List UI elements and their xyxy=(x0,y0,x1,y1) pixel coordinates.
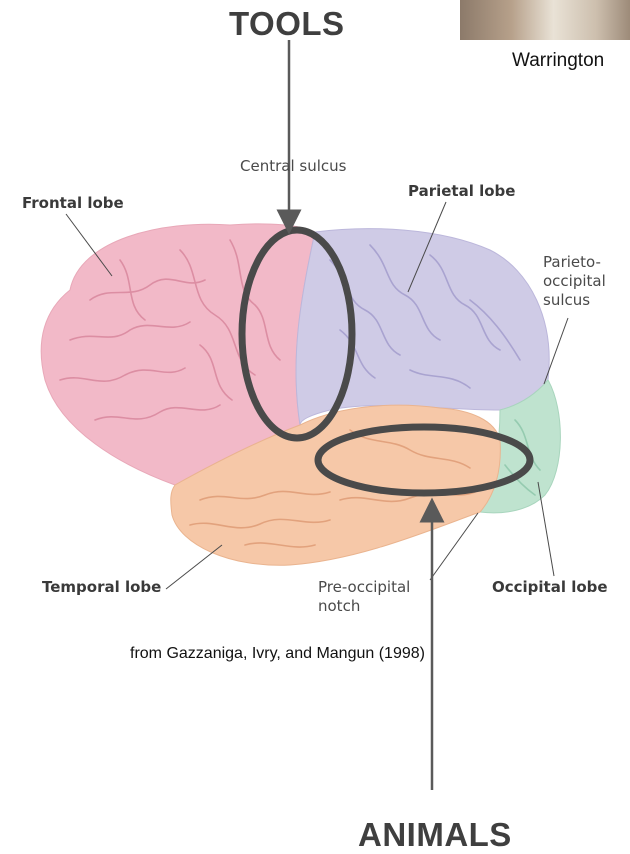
animals-label: ANIMALS xyxy=(358,816,512,854)
pre-occipital-line-2: notch xyxy=(318,597,410,616)
pre-occipital-line-1: Pre-occipital xyxy=(318,578,410,597)
central-sulcus-label: Central sulcus xyxy=(240,157,346,176)
occipital-lobe-label: Occipital lobe xyxy=(492,578,608,596)
parietal-lobe-label: Parietal lobe xyxy=(408,182,515,200)
parieto-occipital-label: Parieto- occipital sulcus xyxy=(543,253,606,310)
parieto-occipital-line-3: sulcus xyxy=(543,291,606,310)
source-caption: from Gazzaniga, Ivry, and Mangun (1998) xyxy=(130,645,425,663)
pre-occipital-label: Pre-occipital notch xyxy=(318,578,410,616)
parieto-occipital-line-2: occipital xyxy=(543,272,606,291)
frontal-lobe-label: Frontal lobe xyxy=(22,194,124,212)
parieto-occipital-line-1: Parieto- xyxy=(543,253,606,272)
temporal-lobe-label: Temporal lobe xyxy=(42,578,161,596)
